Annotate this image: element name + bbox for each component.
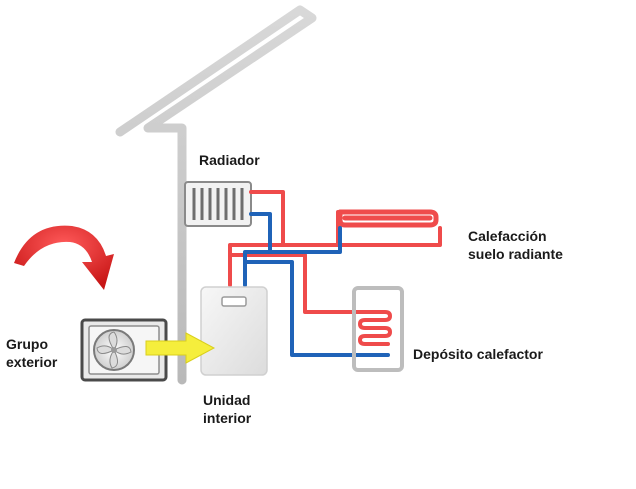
label-outdoor-unit: Grupo exterior xyxy=(6,336,58,370)
tank-coil xyxy=(356,310,392,346)
curved-arrow-icon xyxy=(14,225,114,290)
hot-water-tank xyxy=(352,286,404,372)
house-frame xyxy=(115,5,463,385)
hot-pipes xyxy=(228,190,442,346)
floor-heating-coil xyxy=(337,209,439,228)
cold-pipes xyxy=(243,212,390,357)
label-tank: Depósito calefactor xyxy=(413,346,543,362)
roof xyxy=(115,5,317,385)
cold-pipe-tank xyxy=(243,260,390,357)
radiator-icon xyxy=(184,181,252,227)
label-indoor-unit: Unidad interior xyxy=(203,392,252,426)
hot-pipe-floor xyxy=(281,226,442,247)
label-floor-heating: Calefacción suelo radiante xyxy=(468,228,563,262)
hot-pipe-tank xyxy=(228,253,360,314)
fan-icon xyxy=(93,329,135,371)
indoor-unit xyxy=(200,286,268,376)
arrow-right-icon xyxy=(145,332,216,364)
label-radiator: Radiador xyxy=(199,152,260,168)
cold-pipe-floor xyxy=(268,226,342,254)
